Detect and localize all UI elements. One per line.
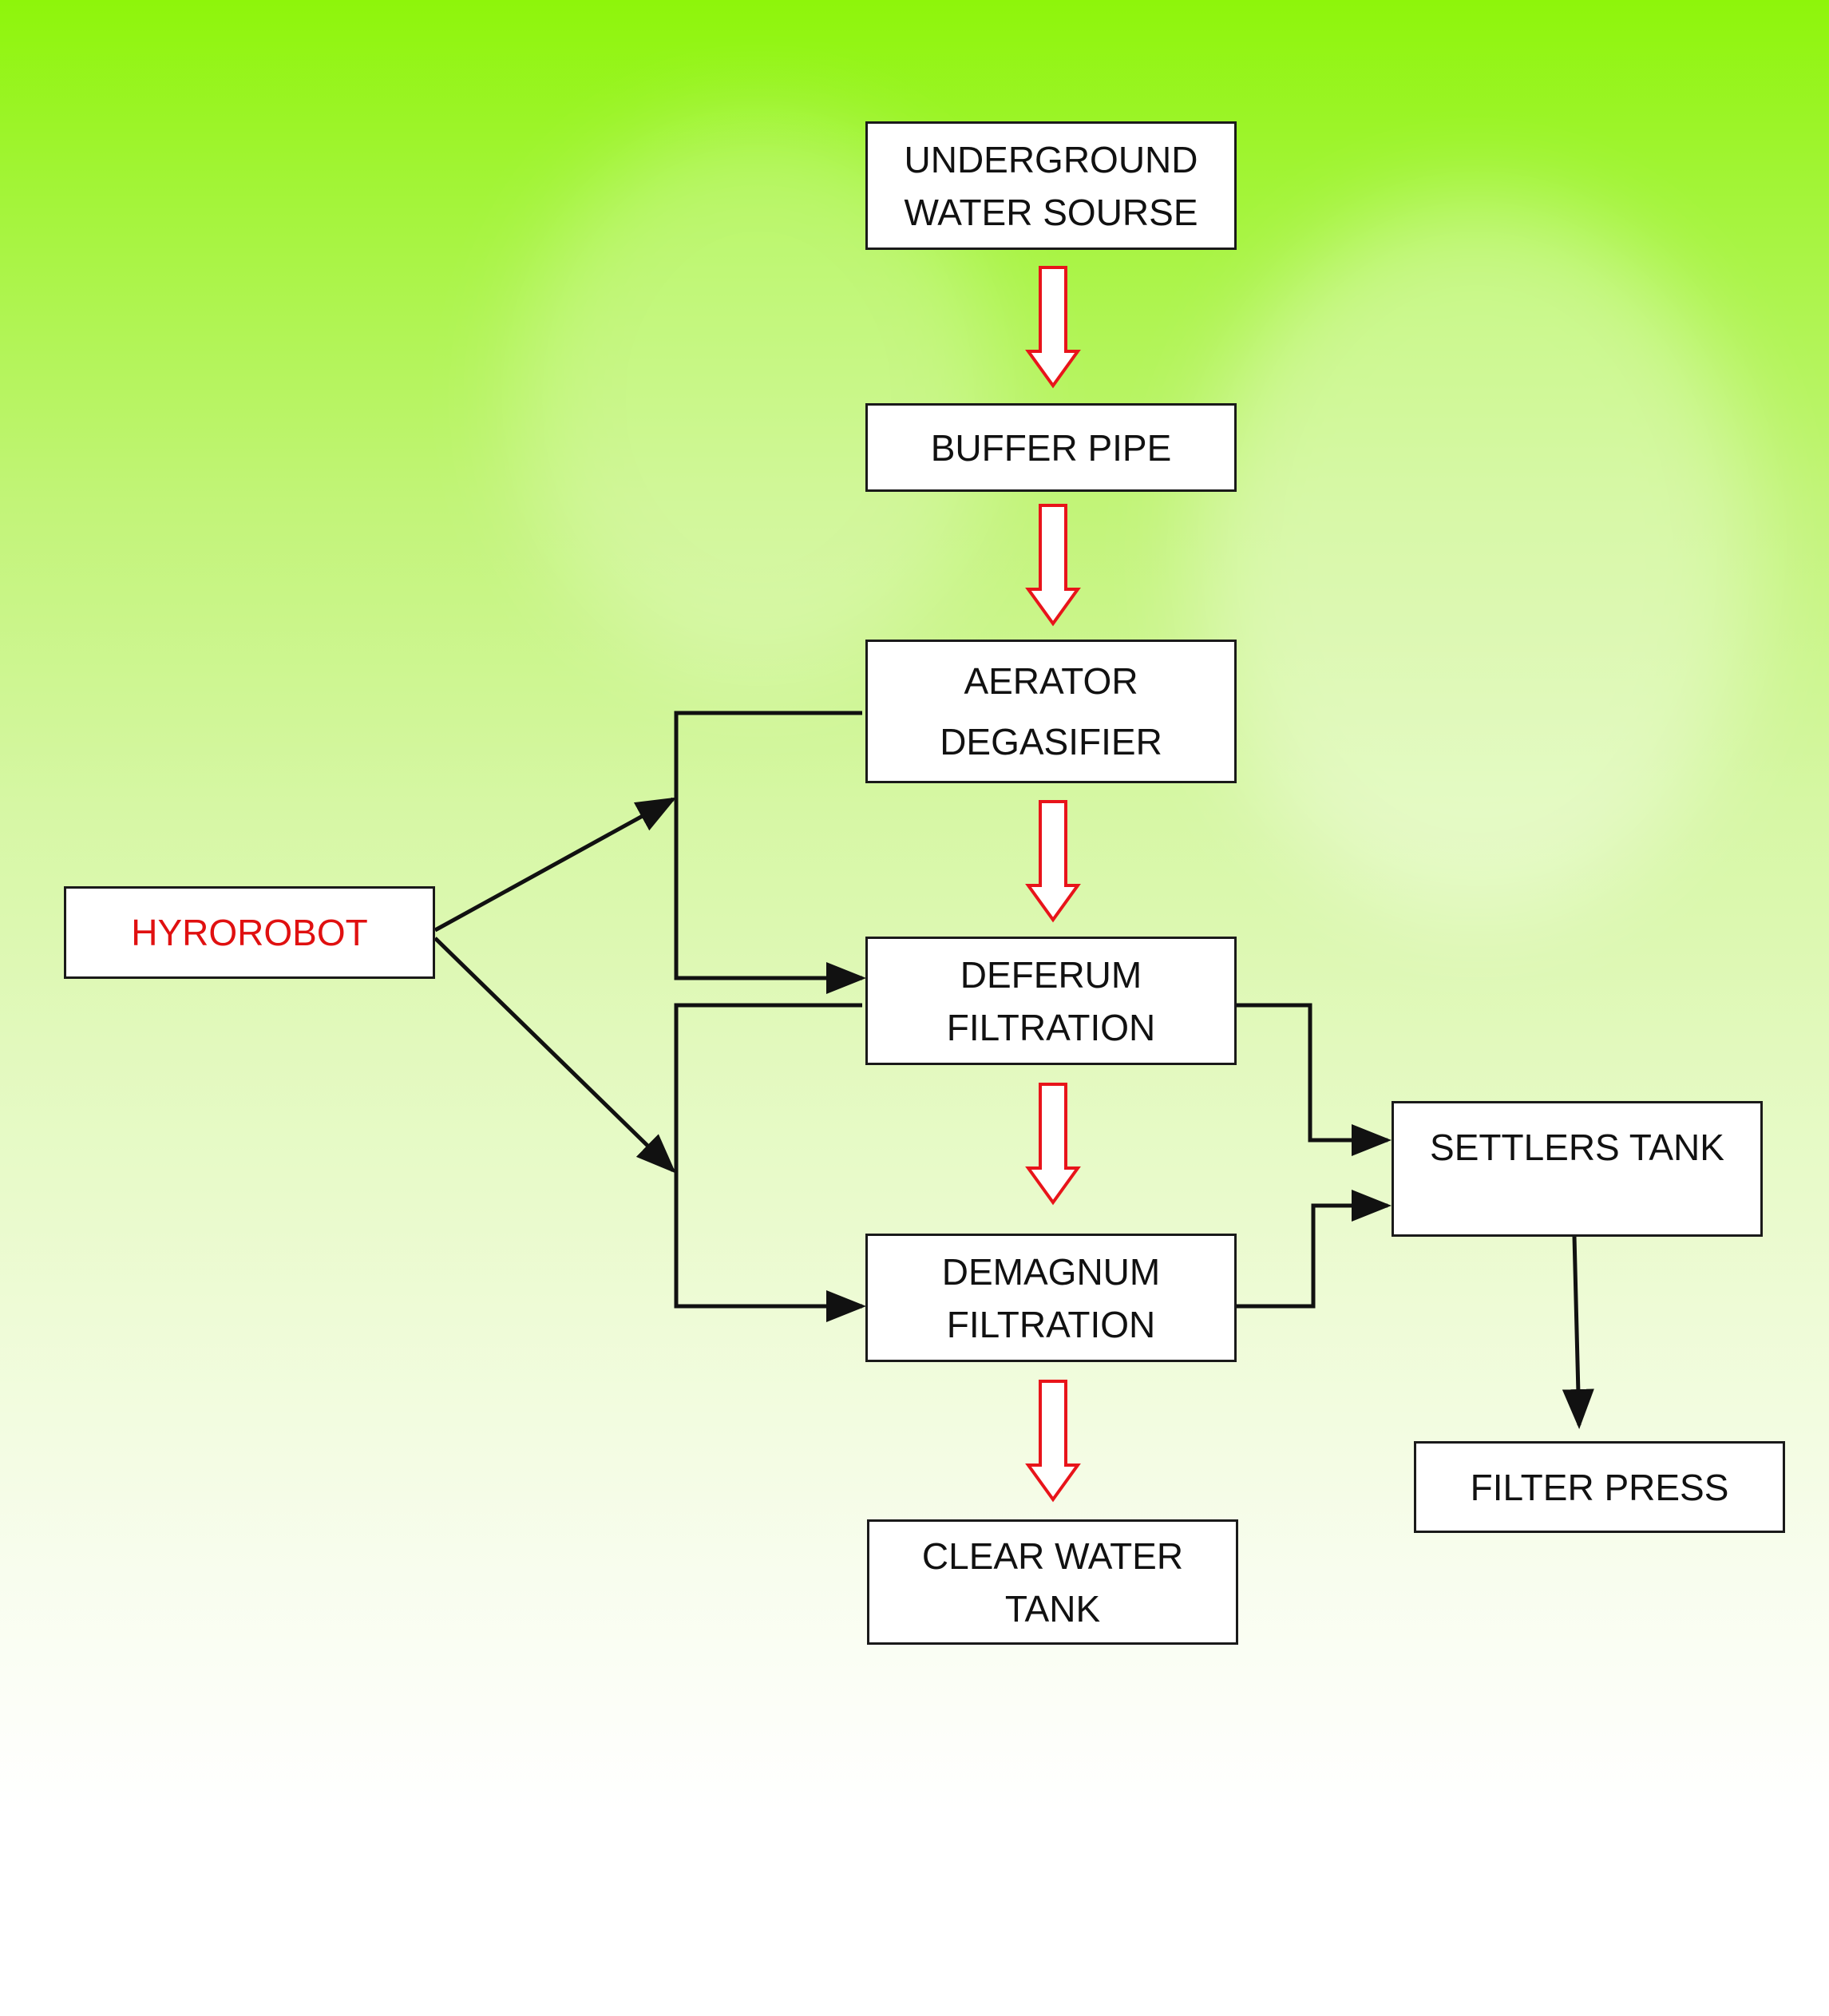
node-hyrorobot: HYROROBOT	[64, 886, 435, 979]
node-label: CLEAR WATER	[921, 1535, 1184, 1577]
connector-deferum-demagnum	[674, 1003, 866, 1322]
connector-hyrorobot-lower	[433, 937, 676, 1174]
node-demagnum-filtration: DEMAGNUM FILTRATION	[865, 1234, 1237, 1362]
flow-arrow-down	[1025, 266, 1081, 389]
flow-arrow-down	[1025, 504, 1081, 627]
node-label: WATER SOURSE	[904, 191, 1198, 233]
node-label: DEGASIFIER	[940, 721, 1162, 762]
node-clear-water-tank: CLEAR WATER TANK	[867, 1519, 1238, 1645]
connector-demagnum-settlers	[1236, 1190, 1392, 1309]
node-settlers-tank: SETTLERS TANK	[1392, 1101, 1763, 1237]
node-label: DEFERUM	[960, 953, 1142, 996]
connector-hyrorobot-upper	[433, 797, 677, 933]
node-aerator-degasifier: AERATOR DEGASIFIER	[865, 640, 1237, 783]
node-label: AERATOR	[964, 660, 1138, 702]
flow-arrow-down	[1025, 800, 1081, 923]
node-underground-water-source: UNDERGROUND WATER SOURSE	[865, 121, 1237, 250]
flow-arrow-down	[1025, 1380, 1081, 1503]
node-label: FILTRATION	[946, 1006, 1156, 1048]
connector-deferum-settlers	[1236, 1003, 1392, 1156]
node-label: TANK	[1004, 1587, 1101, 1630]
node-buffer-pipe: BUFFER PIPE	[865, 403, 1237, 492]
node-deferum-filtration: DEFERUM FILTRATION	[865, 937, 1237, 1065]
node-label: FILTRATION	[946, 1303, 1156, 1345]
connector-aerator-deferum	[674, 711, 866, 994]
node-label: BUFFER PIPE	[930, 426, 1172, 469]
node-label: HYROROBOT	[131, 912, 368, 953]
node-label: SETTLERS TANK	[1430, 1127, 1724, 1168]
node-label: DEMAGNUM	[941, 1250, 1161, 1293]
flow-arrow-down	[1025, 1083, 1081, 1206]
node-label: UNDERGROUND	[904, 138, 1198, 180]
node-label: FILTER PRESS	[1470, 1466, 1729, 1508]
connector-settlers-filterpress	[1562, 1235, 1594, 1429]
node-filter-press: FILTER PRESS	[1414, 1441, 1785, 1533]
